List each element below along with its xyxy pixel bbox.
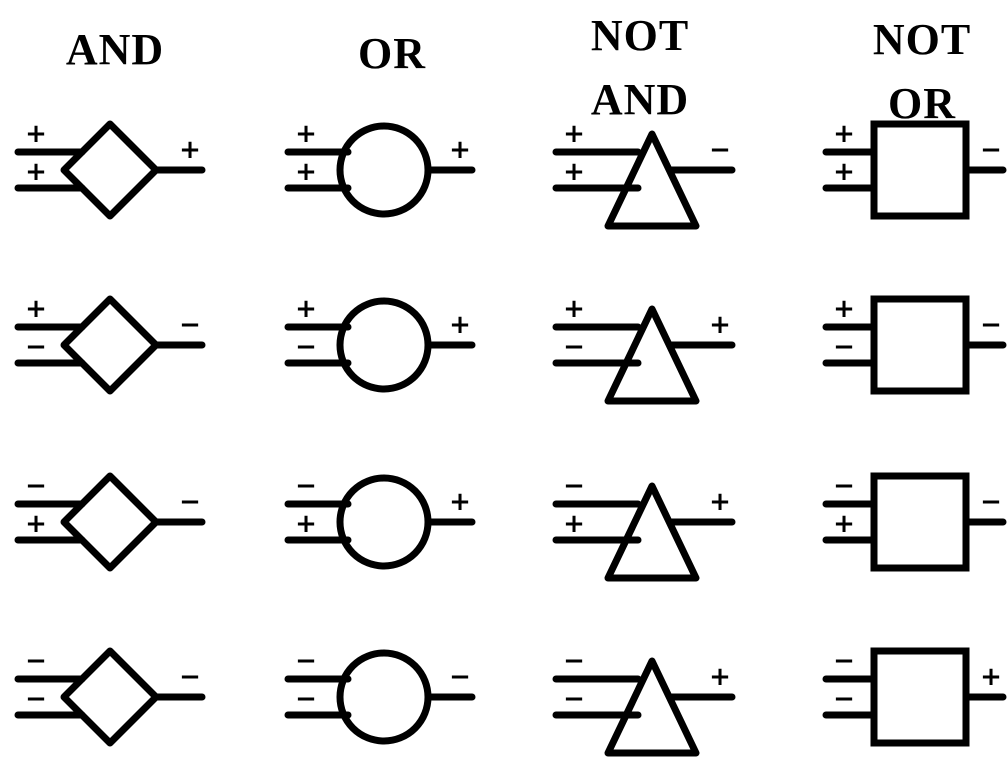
header-not-or-line2: OR bbox=[887, 79, 956, 128]
header-not-and-line1: NOT bbox=[590, 11, 690, 60]
gate-and-r4-input-1-sign: − bbox=[25, 646, 47, 676]
header-not-and-line2: AND bbox=[590, 75, 690, 124]
gate-nor-r2-input-1-sign: + bbox=[833, 294, 855, 324]
gate-or-r2-circle bbox=[336, 297, 432, 393]
gate-and-r3-input-1-sign: − bbox=[25, 471, 47, 501]
gate-nor-r3-input-2-sign: + bbox=[833, 509, 855, 539]
gate-nor-r2-output-sign: − bbox=[980, 310, 1002, 340]
gate-nor-r3-output-sign: − bbox=[980, 487, 1002, 517]
gate-nor-r2-input-2-sign: − bbox=[833, 332, 855, 362]
gate-or-r4-output-sign: − bbox=[449, 662, 471, 692]
gate-or-r4-circle bbox=[336, 649, 432, 745]
gate-nor-r1-square bbox=[870, 120, 970, 220]
gate-nand-r1-triangle bbox=[604, 130, 700, 230]
gate-nand-r2-input-2-sign: − bbox=[563, 332, 585, 362]
gate-and-r4-diamond bbox=[60, 647, 160, 747]
gate-and-r2-output-sign: − bbox=[179, 310, 201, 340]
gate-nor-r3-input-1-sign: − bbox=[833, 471, 855, 501]
gate-nand-r3-input-1-sign: − bbox=[563, 471, 585, 501]
gate-or-r3-output-sign: + bbox=[449, 487, 471, 517]
gate-or-r4-input-1-sign: − bbox=[295, 646, 317, 676]
gate-nand-r3-triangle bbox=[604, 482, 700, 582]
gate-nand-r2-output-sign: + bbox=[709, 310, 731, 340]
header-not-or: NOT OR bbox=[873, 18, 971, 126]
gate-nor-r1-input-2-sign: + bbox=[833, 157, 855, 187]
gate-nor-r4-square bbox=[870, 647, 970, 747]
gate-and-r2-input-1-sign: + bbox=[25, 294, 47, 324]
gate-or-r3-circle bbox=[336, 474, 432, 570]
gate-nor-r1-input-1-sign: + bbox=[833, 119, 855, 149]
gate-nor-r2-square bbox=[870, 295, 970, 395]
gate-nand-r3-output-sign: + bbox=[709, 487, 731, 517]
header-and: AND bbox=[66, 28, 164, 72]
gate-nand-r4-output-sign: + bbox=[709, 662, 731, 692]
gate-or-r1-circle bbox=[336, 122, 432, 218]
gate-or-r1-output-sign: + bbox=[449, 135, 471, 165]
gate-and-r3-diamond bbox=[60, 472, 160, 572]
gate-and-r2-input-2-sign: − bbox=[25, 332, 47, 362]
gate-or-r2-input-1-sign: + bbox=[295, 294, 317, 324]
header-not-and: NOT AND bbox=[591, 14, 689, 122]
gate-nor-r3-square bbox=[870, 472, 970, 572]
gate-or-r2-input-2-sign: − bbox=[295, 332, 317, 362]
gate-nor-r4-input-2-sign: − bbox=[833, 684, 855, 714]
gate-and-r3-output-sign: − bbox=[179, 487, 201, 517]
gate-nor-r4-input-1-sign: − bbox=[833, 646, 855, 676]
header-not-or-line1: NOT bbox=[872, 15, 972, 64]
header-or: OR bbox=[358, 32, 426, 76]
header-and-line1: AND bbox=[65, 25, 165, 74]
gate-or-r2-output-sign: + bbox=[449, 310, 471, 340]
gate-and-r4-input-2-sign: − bbox=[25, 684, 47, 714]
gate-nor-r1-output-sign: − bbox=[980, 135, 1002, 165]
gate-and-r1-output-sign: + bbox=[179, 135, 201, 165]
gate-nand-r2-input-1-sign: + bbox=[563, 294, 585, 324]
gate-nand-r2-triangle bbox=[604, 305, 700, 405]
gate-and-r3-input-2-sign: + bbox=[25, 509, 47, 539]
header-or-line1: OR bbox=[358, 29, 426, 78]
gate-nand-r4-input-2-sign: − bbox=[563, 684, 585, 714]
gate-and-r2-diamond bbox=[60, 295, 160, 395]
gate-and-r1-input-2-sign: + bbox=[25, 157, 47, 187]
gate-and-r1-diamond bbox=[60, 120, 160, 220]
gate-nand-r1-input-2-sign: + bbox=[563, 157, 585, 187]
gate-nor-r4-output-sign: + bbox=[980, 662, 1002, 692]
gate-nand-r4-triangle bbox=[604, 657, 700, 757]
gate-nand-r1-input-1-sign: + bbox=[563, 119, 585, 149]
gate-nand-r4-input-1-sign: − bbox=[563, 646, 585, 676]
gate-nand-r1-output-sign: − bbox=[709, 135, 731, 165]
gate-or-r3-input-1-sign: − bbox=[295, 471, 317, 501]
gate-and-r4-output-sign: − bbox=[179, 662, 201, 692]
gate-or-r4-input-2-sign: − bbox=[295, 684, 317, 714]
gate-and-r1-input-1-sign: + bbox=[25, 119, 47, 149]
gate-or-r1-input-2-sign: + bbox=[295, 157, 317, 187]
gate-or-r3-input-2-sign: + bbox=[295, 509, 317, 539]
gate-nand-r3-input-2-sign: + bbox=[563, 509, 585, 539]
gate-or-r1-input-1-sign: + bbox=[295, 119, 317, 149]
